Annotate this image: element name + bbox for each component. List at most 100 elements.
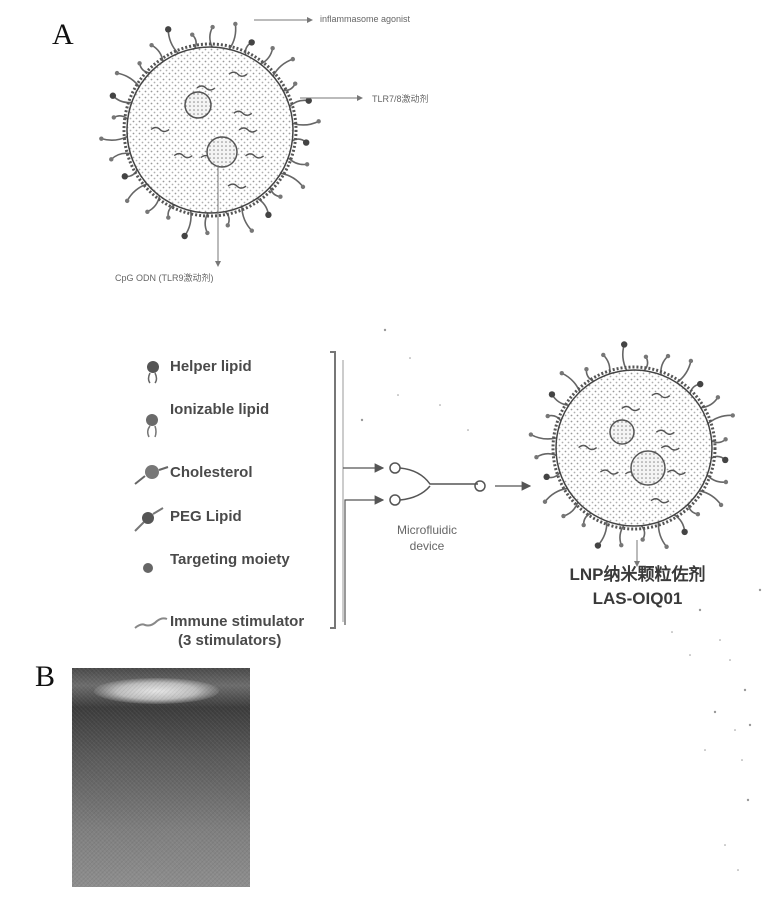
lipid-head bbox=[316, 119, 320, 123]
lipid-core bbox=[556, 370, 712, 526]
photo-grain bbox=[72, 668, 250, 887]
lipid-head bbox=[561, 514, 565, 518]
lipid-head bbox=[205, 231, 209, 235]
lipid-head bbox=[621, 341, 627, 347]
lipid-head bbox=[724, 480, 728, 484]
components-bracket bbox=[330, 352, 335, 628]
lipid-head bbox=[125, 199, 129, 203]
noise-dot bbox=[689, 654, 691, 656]
lipid-head bbox=[697, 381, 703, 387]
microfluidic-chip bbox=[390, 463, 485, 505]
noise-dot bbox=[759, 589, 761, 591]
lipid-head bbox=[226, 223, 230, 227]
lipid-head bbox=[664, 545, 668, 549]
noise-dot bbox=[741, 759, 743, 761]
lipid-head bbox=[270, 46, 274, 50]
lipid-tail bbox=[708, 415, 733, 423]
lipid-head bbox=[601, 353, 605, 357]
noise-dot bbox=[704, 749, 706, 751]
nanoparticle-right bbox=[529, 341, 735, 549]
lipid-head bbox=[549, 391, 555, 397]
lipid-head bbox=[619, 543, 623, 547]
lipid-head bbox=[681, 529, 687, 535]
component-immune-stimulator: Immune stimulator bbox=[170, 613, 304, 630]
ionizable-lipid-icon bbox=[146, 414, 158, 437]
noise-dot bbox=[671, 631, 673, 633]
lipid-head bbox=[723, 437, 727, 441]
lipid-head bbox=[110, 93, 116, 99]
helper-lipid-icon bbox=[147, 361, 159, 383]
lipid-head bbox=[305, 162, 309, 166]
lipid-head bbox=[719, 503, 723, 507]
component-immune-stimulator-count: (3 stimulators) bbox=[178, 632, 281, 649]
lipid-head bbox=[644, 355, 648, 359]
noise-dot bbox=[744, 689, 746, 691]
lipid-head bbox=[543, 500, 547, 504]
peg-lipid-icon bbox=[135, 508, 163, 531]
noise-dot bbox=[719, 639, 721, 641]
lipid-head bbox=[115, 71, 119, 75]
lipid-head bbox=[543, 474, 549, 480]
noise-dot bbox=[714, 711, 716, 713]
annotation-inflammasome-agonist: inflammasome agonist bbox=[320, 14, 410, 24]
component-ionizable-lipid: Ionizable lipid bbox=[170, 401, 269, 418]
lipid-tail bbox=[545, 488, 567, 501]
lipid-head bbox=[248, 39, 254, 45]
lipid-head bbox=[595, 542, 601, 548]
lipid-head bbox=[303, 139, 309, 145]
lipid-head bbox=[291, 57, 295, 61]
noise-dot bbox=[729, 659, 731, 661]
lipid-head bbox=[666, 354, 670, 358]
lipid-head bbox=[190, 32, 194, 36]
lipid-head bbox=[293, 81, 297, 85]
lipid-head bbox=[640, 537, 644, 541]
component-helper-lipid: Helper lipid bbox=[170, 358, 252, 375]
lipid-tail bbox=[699, 491, 721, 505]
noise-dot bbox=[467, 429, 469, 431]
lipid-head bbox=[689, 359, 693, 363]
cholesterol-icon bbox=[135, 465, 168, 484]
lipid-head bbox=[149, 43, 153, 47]
lipid-head bbox=[122, 173, 128, 179]
device-label-line1: Microfluidic bbox=[382, 522, 472, 538]
lipid-head bbox=[265, 212, 271, 218]
product-name: LNP纳米颗粒佐剂 bbox=[530, 563, 745, 587]
lipid-tail bbox=[281, 173, 303, 187]
lipid-head bbox=[181, 233, 187, 239]
immune-stimulator-icon bbox=[135, 618, 167, 628]
component-peg-lipid: PEG Lipid bbox=[170, 508, 242, 525]
lipid-head bbox=[529, 432, 533, 436]
lipid-head bbox=[722, 457, 728, 463]
lipid-head bbox=[166, 215, 170, 219]
product-label: LNP纳米颗粒佐剂 LAS-OIQ01 bbox=[530, 563, 745, 611]
lipid-head bbox=[165, 26, 171, 32]
microfluidic-device-label: Microfluidic device bbox=[382, 522, 472, 554]
lipid-tail bbox=[147, 196, 159, 212]
aqueous-compartment bbox=[631, 451, 665, 485]
noise-dot bbox=[384, 329, 386, 331]
noise-dot bbox=[747, 799, 749, 801]
nanoparticle-top bbox=[99, 22, 321, 239]
lipid-head bbox=[716, 395, 720, 399]
lipid-head bbox=[696, 512, 700, 516]
lipid-tail bbox=[562, 373, 580, 392]
noise-dot bbox=[409, 357, 411, 359]
targeting-moiety-icon bbox=[143, 563, 153, 573]
noise-dot bbox=[439, 404, 441, 406]
lipid-head bbox=[99, 136, 103, 140]
noise-dot bbox=[749, 724, 751, 726]
noise-dot bbox=[734, 729, 736, 731]
product-code: LAS-OIQ01 bbox=[530, 587, 745, 611]
lipid-head bbox=[534, 455, 538, 459]
aqueous-compartment bbox=[610, 420, 634, 444]
lipid-head bbox=[233, 22, 237, 26]
lipid-head bbox=[731, 413, 735, 417]
lnp-suspension-photo bbox=[72, 668, 250, 887]
lipid-head bbox=[112, 115, 116, 119]
flow-arrow-2 bbox=[345, 500, 383, 625]
lipid-head bbox=[546, 414, 550, 418]
noise-dot bbox=[724, 844, 726, 846]
noise-dot bbox=[361, 419, 363, 421]
lipid-head bbox=[278, 195, 282, 199]
noise-dot bbox=[737, 869, 739, 871]
